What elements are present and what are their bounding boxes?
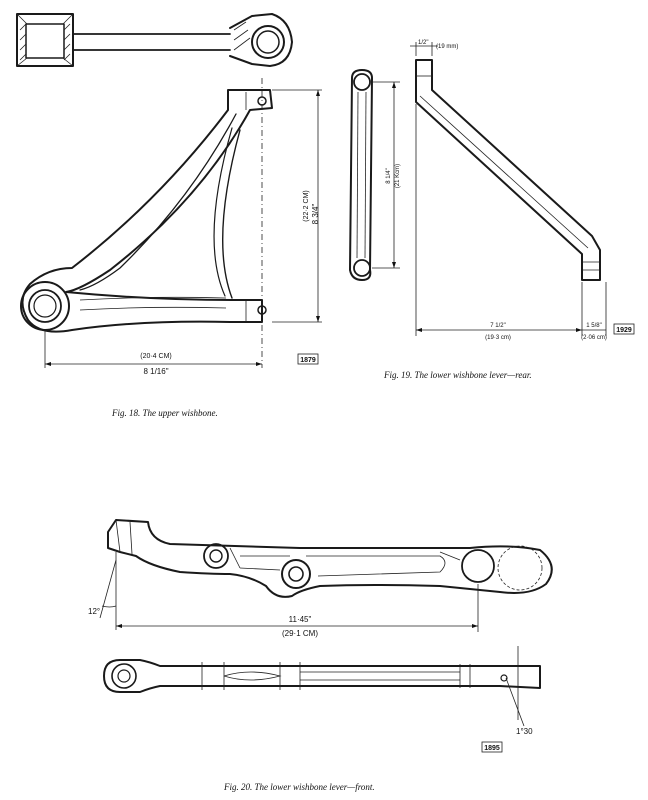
fig18-upper-wishbone: (22·2 CM) 8 3/4" (20·4 CM) 8 1/16" 1879 … <box>16 13 322 418</box>
fig19-left-cm: (19·3 cm) <box>485 335 511 341</box>
fig20-elevation-view <box>107 519 553 598</box>
fig20-plan-view: 1°30 <box>103 646 541 736</box>
fig19-lower-wishbone-rear: 1/2" (19 mm) 8 1/4" (21 Kcm) 7 1/2" (19·… <box>349 40 635 380</box>
fig18-height-cm: (22·2 CM) <box>303 190 310 222</box>
fig19-reference-number: 1929 <box>616 327 632 334</box>
fig18-dimensions: (22·2 CM) 8 3/4" (20·4 CM) 8 1/16" <box>44 78 322 376</box>
fig18-section-view <box>16 13 293 67</box>
fig20-dimensions: 12° 11·45" (29·1 CM) <box>88 552 479 638</box>
fig19-side-link <box>349 69 373 281</box>
fig18-width-in: 8 1/16" <box>143 367 168 376</box>
fig18-height-in: 8 3/4" <box>311 204 320 225</box>
fig18-caption: Fig. 18. The upper wishbone. <box>111 408 218 418</box>
fig19-dimensions: 1/2" (19 mm) 8 1/4" (21 Kcm) 7 1/2" (19·… <box>372 40 607 341</box>
fig20-caption: Fig. 20. The lower wishbone lever—front. <box>223 782 375 792</box>
fig20-lower-wishbone-front: 12° 11·45" (29·1 CM) 1°30 1895 <box>88 519 553 792</box>
fig19-top-cm: (19 mm) <box>436 44 458 50</box>
fig19-right-cm: (2·06 cm) <box>581 335 607 341</box>
fig19-bent-lever <box>415 59 601 281</box>
fig19-top-in: 1/2" <box>418 40 428 46</box>
fig19-left-in: 7 1/2" <box>490 323 505 329</box>
fig19-right-in: 1 5/8" <box>586 323 601 329</box>
fig20-reference-number: 1895 <box>484 745 500 752</box>
fig19-height-in: 8 1/4" <box>386 168 392 183</box>
fig20-length-cm: (29·1 CM) <box>282 629 318 638</box>
fig20-angle: 12° <box>88 607 100 616</box>
fig20-length-in: 11·45" <box>289 615 312 624</box>
fig18-width-cm: (20·4 CM) <box>140 353 172 360</box>
fig19-caption: Fig. 19. The lower wishbone lever—rear. <box>383 370 532 380</box>
fig19-height-cm: (21 Kcm) <box>395 164 401 188</box>
fig18-plan-view <box>20 89 273 333</box>
fig18-reference-number: 1879 <box>300 357 316 364</box>
fig20-offset: 1°30 <box>516 727 533 736</box>
